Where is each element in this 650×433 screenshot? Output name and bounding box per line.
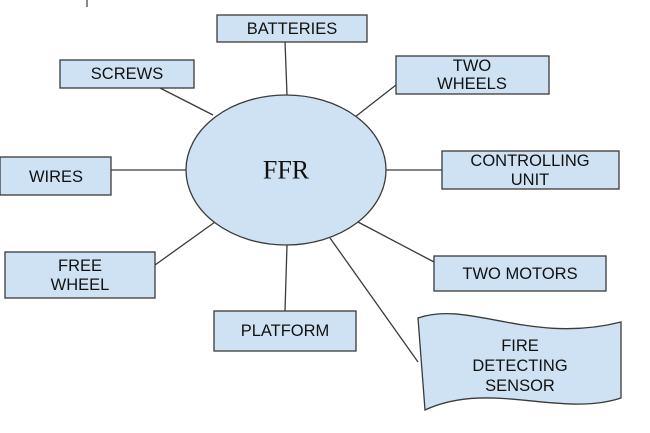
center-label: FFR: [263, 156, 310, 185]
node-screws: SCREWS: [59, 59, 195, 89]
node-wires: WIRES: [0, 156, 112, 196]
connector-free-wheel: [154, 221, 216, 266]
node-fire-sensor: FIRE DETECTING SENSOR: [417, 313, 622, 411]
center-ellipse: [185, 94, 387, 246]
node-batteries-label: BATTERIES: [247, 20, 337, 38]
node-controlling-unit-box: [441, 150, 620, 190]
node-screws-label: SCREWS: [91, 65, 163, 83]
node-batteries: BATTERIES: [216, 14, 368, 43]
node-platform: PLATFORM: [213, 310, 357, 352]
connector-two-motors: [357, 221, 435, 263]
node-free-wheel-label-line2: WHEEL: [51, 276, 110, 294]
node-controlling-unit: CONTROLLING UNIT: [441, 150, 620, 190]
node-fire-sensor-label-line2: DETECTING: [472, 357, 567, 375]
node-free-wheel-label-line1: FREE: [58, 257, 102, 275]
node-two-wheels: TWO WHEELS: [395, 55, 550, 95]
node-two-motors-box: [433, 255, 607, 292]
node-free-wheel-box: [4, 251, 156, 299]
node-two-wheels-box: [395, 55, 550, 95]
node-controlling-unit-label-line1: CONTROLLING: [470, 152, 589, 170]
node-wires-box: [0, 156, 112, 196]
center-node: FFR: [185, 94, 387, 246]
node-two-wheels-label-line2: WHEELS: [437, 75, 507, 93]
node-fire-sensor-shape: [417, 313, 622, 411]
node-fire-sensor-label-line3: SENSOR: [485, 377, 555, 395]
node-screws-box: [59, 59, 195, 89]
node-controlling-unit-label-line2: UNIT: [511, 171, 550, 189]
node-wires-label: WIRES: [29, 168, 83, 186]
node-fire-sensor-label-line1: FIRE: [501, 337, 539, 355]
node-two-motors: TWO MOTORS: [433, 255, 607, 292]
node-free-wheel: FREE WHEEL: [4, 251, 156, 299]
node-batteries-box: [216, 14, 368, 43]
connector-lines: [111, 40, 442, 363]
connector-screws: [159, 87, 214, 116]
connector-two-wheels: [354, 84, 397, 118]
node-two-motors-label: TWO MOTORS: [462, 265, 577, 283]
connector-batteries: [284, 40, 288, 96]
connector-platform: [284, 244, 288, 312]
node-platform-box: [213, 310, 357, 352]
node-platform-label: PLATFORM: [241, 322, 330, 340]
node-two-wheels-label-line1: TWO: [453, 57, 492, 75]
connector-fire-sensor: [329, 237, 419, 363]
